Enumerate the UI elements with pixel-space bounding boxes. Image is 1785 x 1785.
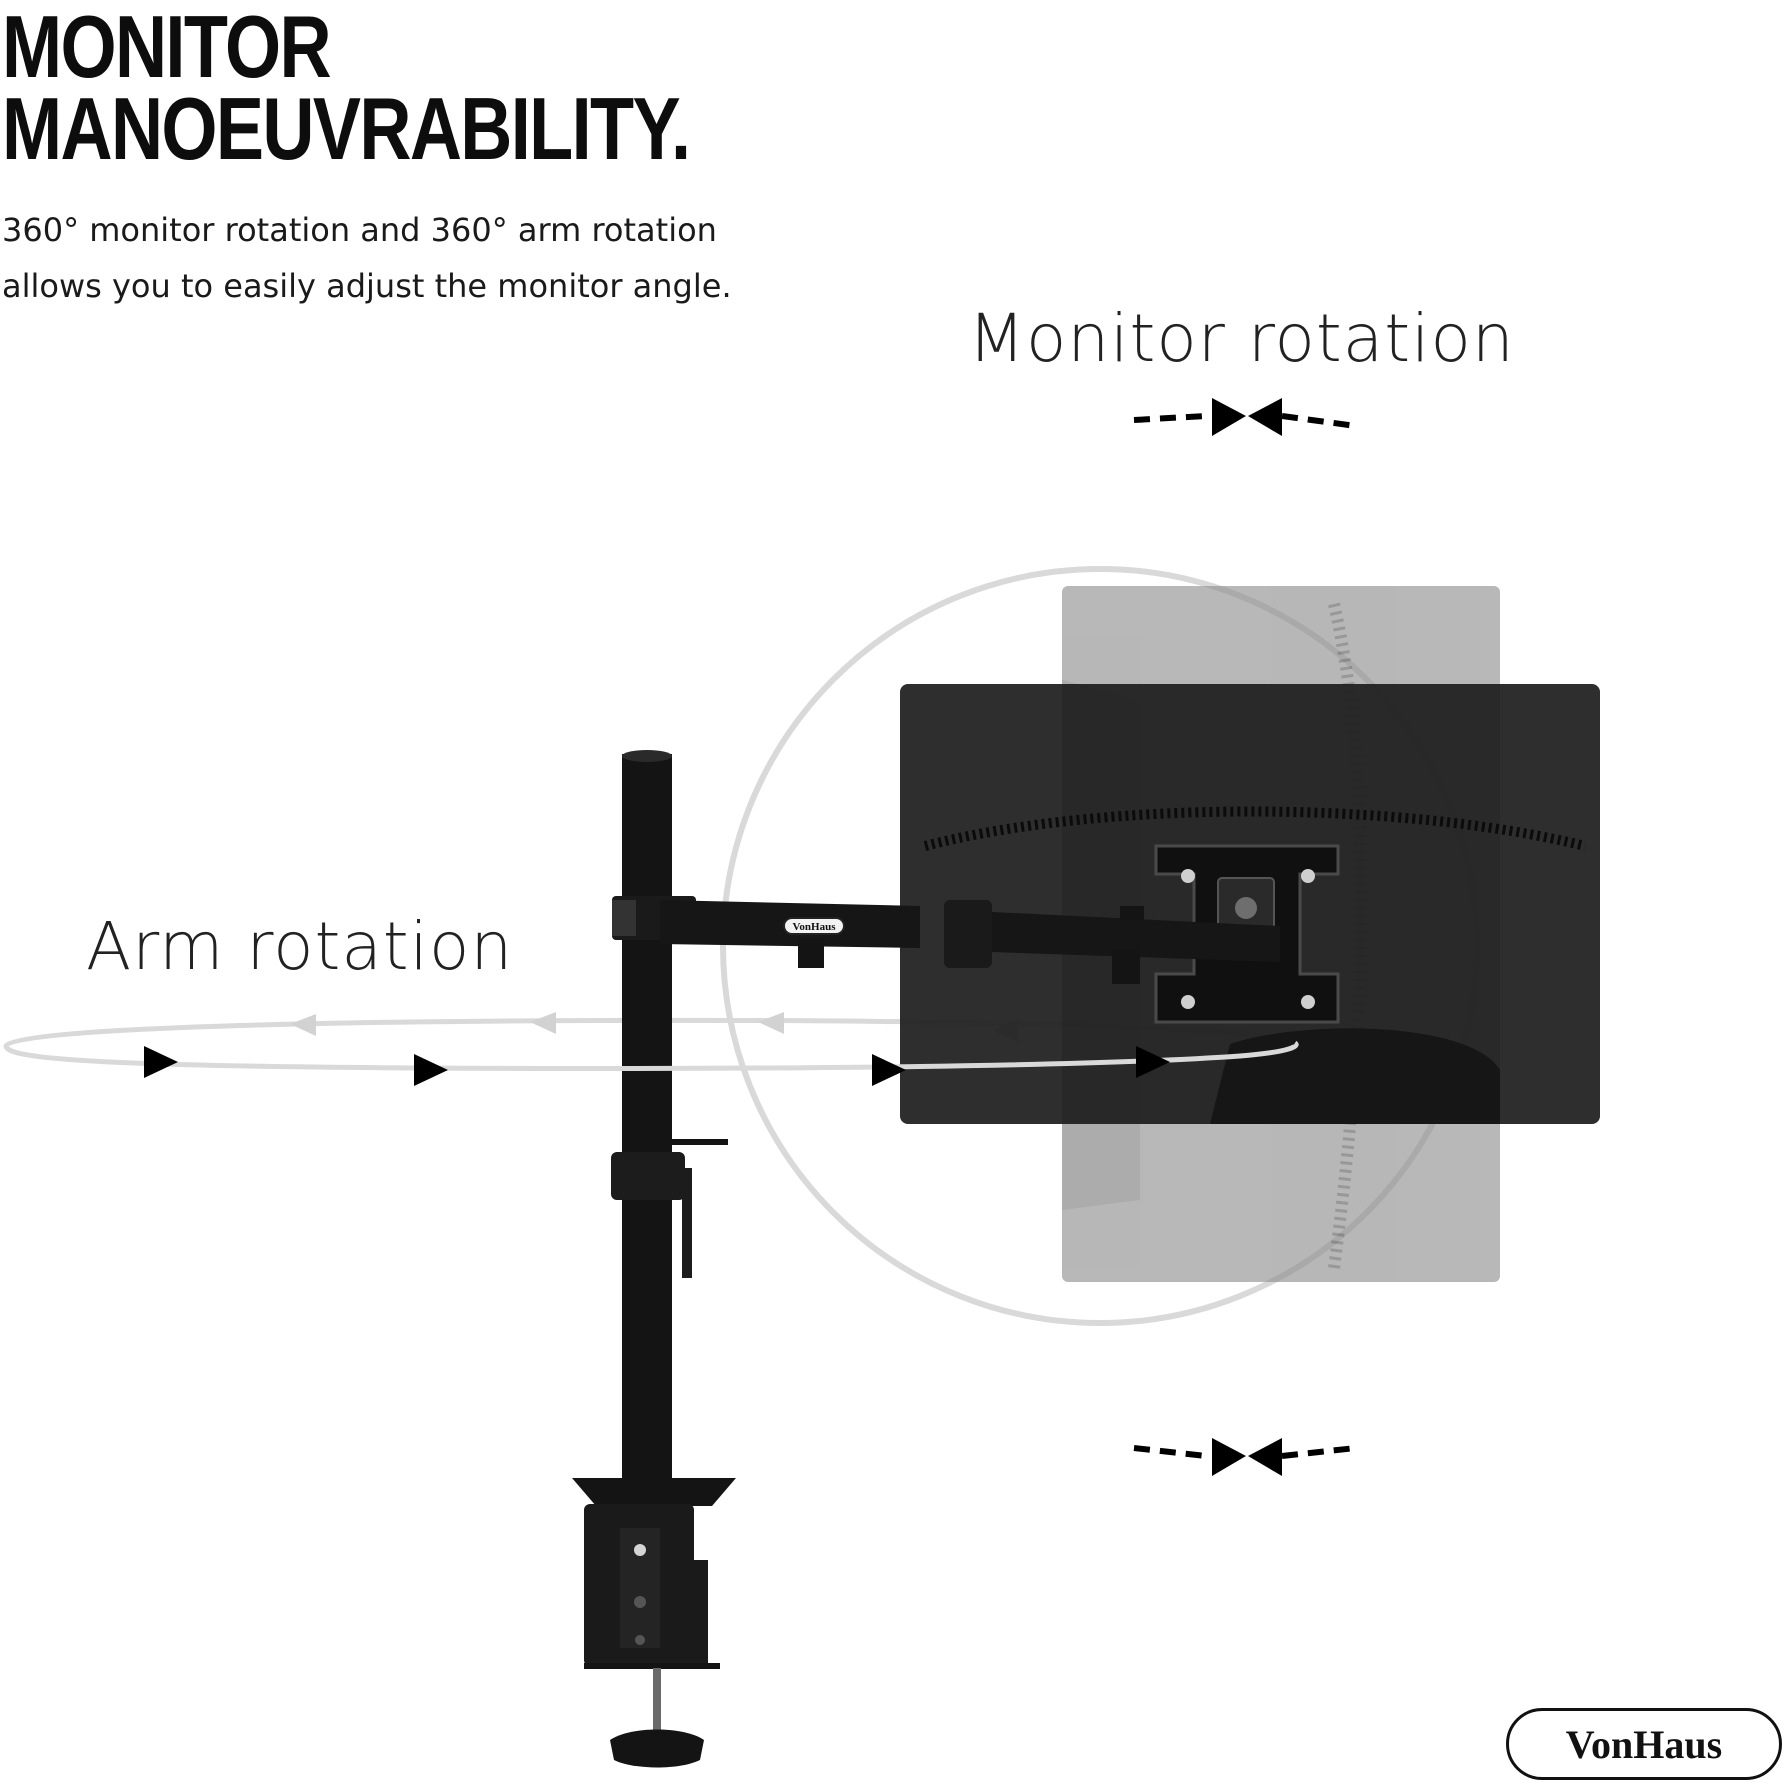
monitor-rotation-label: Monitor rotation	[968, 300, 1515, 377]
feature-description-line-2: allows you to easily adjust the monitor …	[2, 267, 732, 305]
arrow-left-icon	[1248, 1438, 1282, 1476]
arrow-right-icon	[144, 1046, 178, 1078]
arrow-left-icon	[290, 1014, 316, 1036]
headline: MONITOR MANOEUVRABILITY.	[2, 0, 691, 178]
arrow-right-icon	[1212, 1438, 1246, 1476]
monitor-rotation-arrows-top	[1133, 398, 1357, 436]
feature-description-line-1: 360° monitor rotation and 360° arm rotat…	[2, 211, 717, 249]
mount-arm: VonHaus	[660, 900, 1280, 984]
feature-description: 360° monitor rotation and 360° arm rotat…	[2, 202, 822, 314]
brand-logo-text: VonHaus	[1565, 1721, 1723, 1767]
mount-pole	[611, 750, 728, 1482]
headline-line-1: MONITOR	[2, 0, 332, 96]
arm-rotation-arrows-front	[144, 1046, 1170, 1086]
arrow-right-icon	[1212, 398, 1246, 436]
desk-clamp	[572, 1478, 736, 1768]
arrow-right-icon	[1136, 1046, 1170, 1078]
monitor-rotation-arrows-bottom	[1133, 1438, 1357, 1476]
arm-rotation-label: Arm rotation	[86, 908, 514, 985]
arm-rotation-orbit-front	[3, 1040, 1299, 1071]
monitor-landscape	[900, 684, 1600, 1124]
arrow-right-icon	[872, 1054, 906, 1086]
arrow-left-icon	[758, 1012, 784, 1034]
arm-brand-badge-text: VonHaus	[792, 921, 836, 933]
arrow-right-icon	[414, 1054, 448, 1086]
brand-logo: VonHaus	[1506, 1708, 1782, 1780]
headline-line-2: MANOEUVRABILITY.	[2, 79, 691, 178]
arrow-left-icon	[530, 1012, 556, 1034]
arm-brand-badge	[783, 917, 845, 935]
arrow-left-icon	[1248, 398, 1282, 436]
